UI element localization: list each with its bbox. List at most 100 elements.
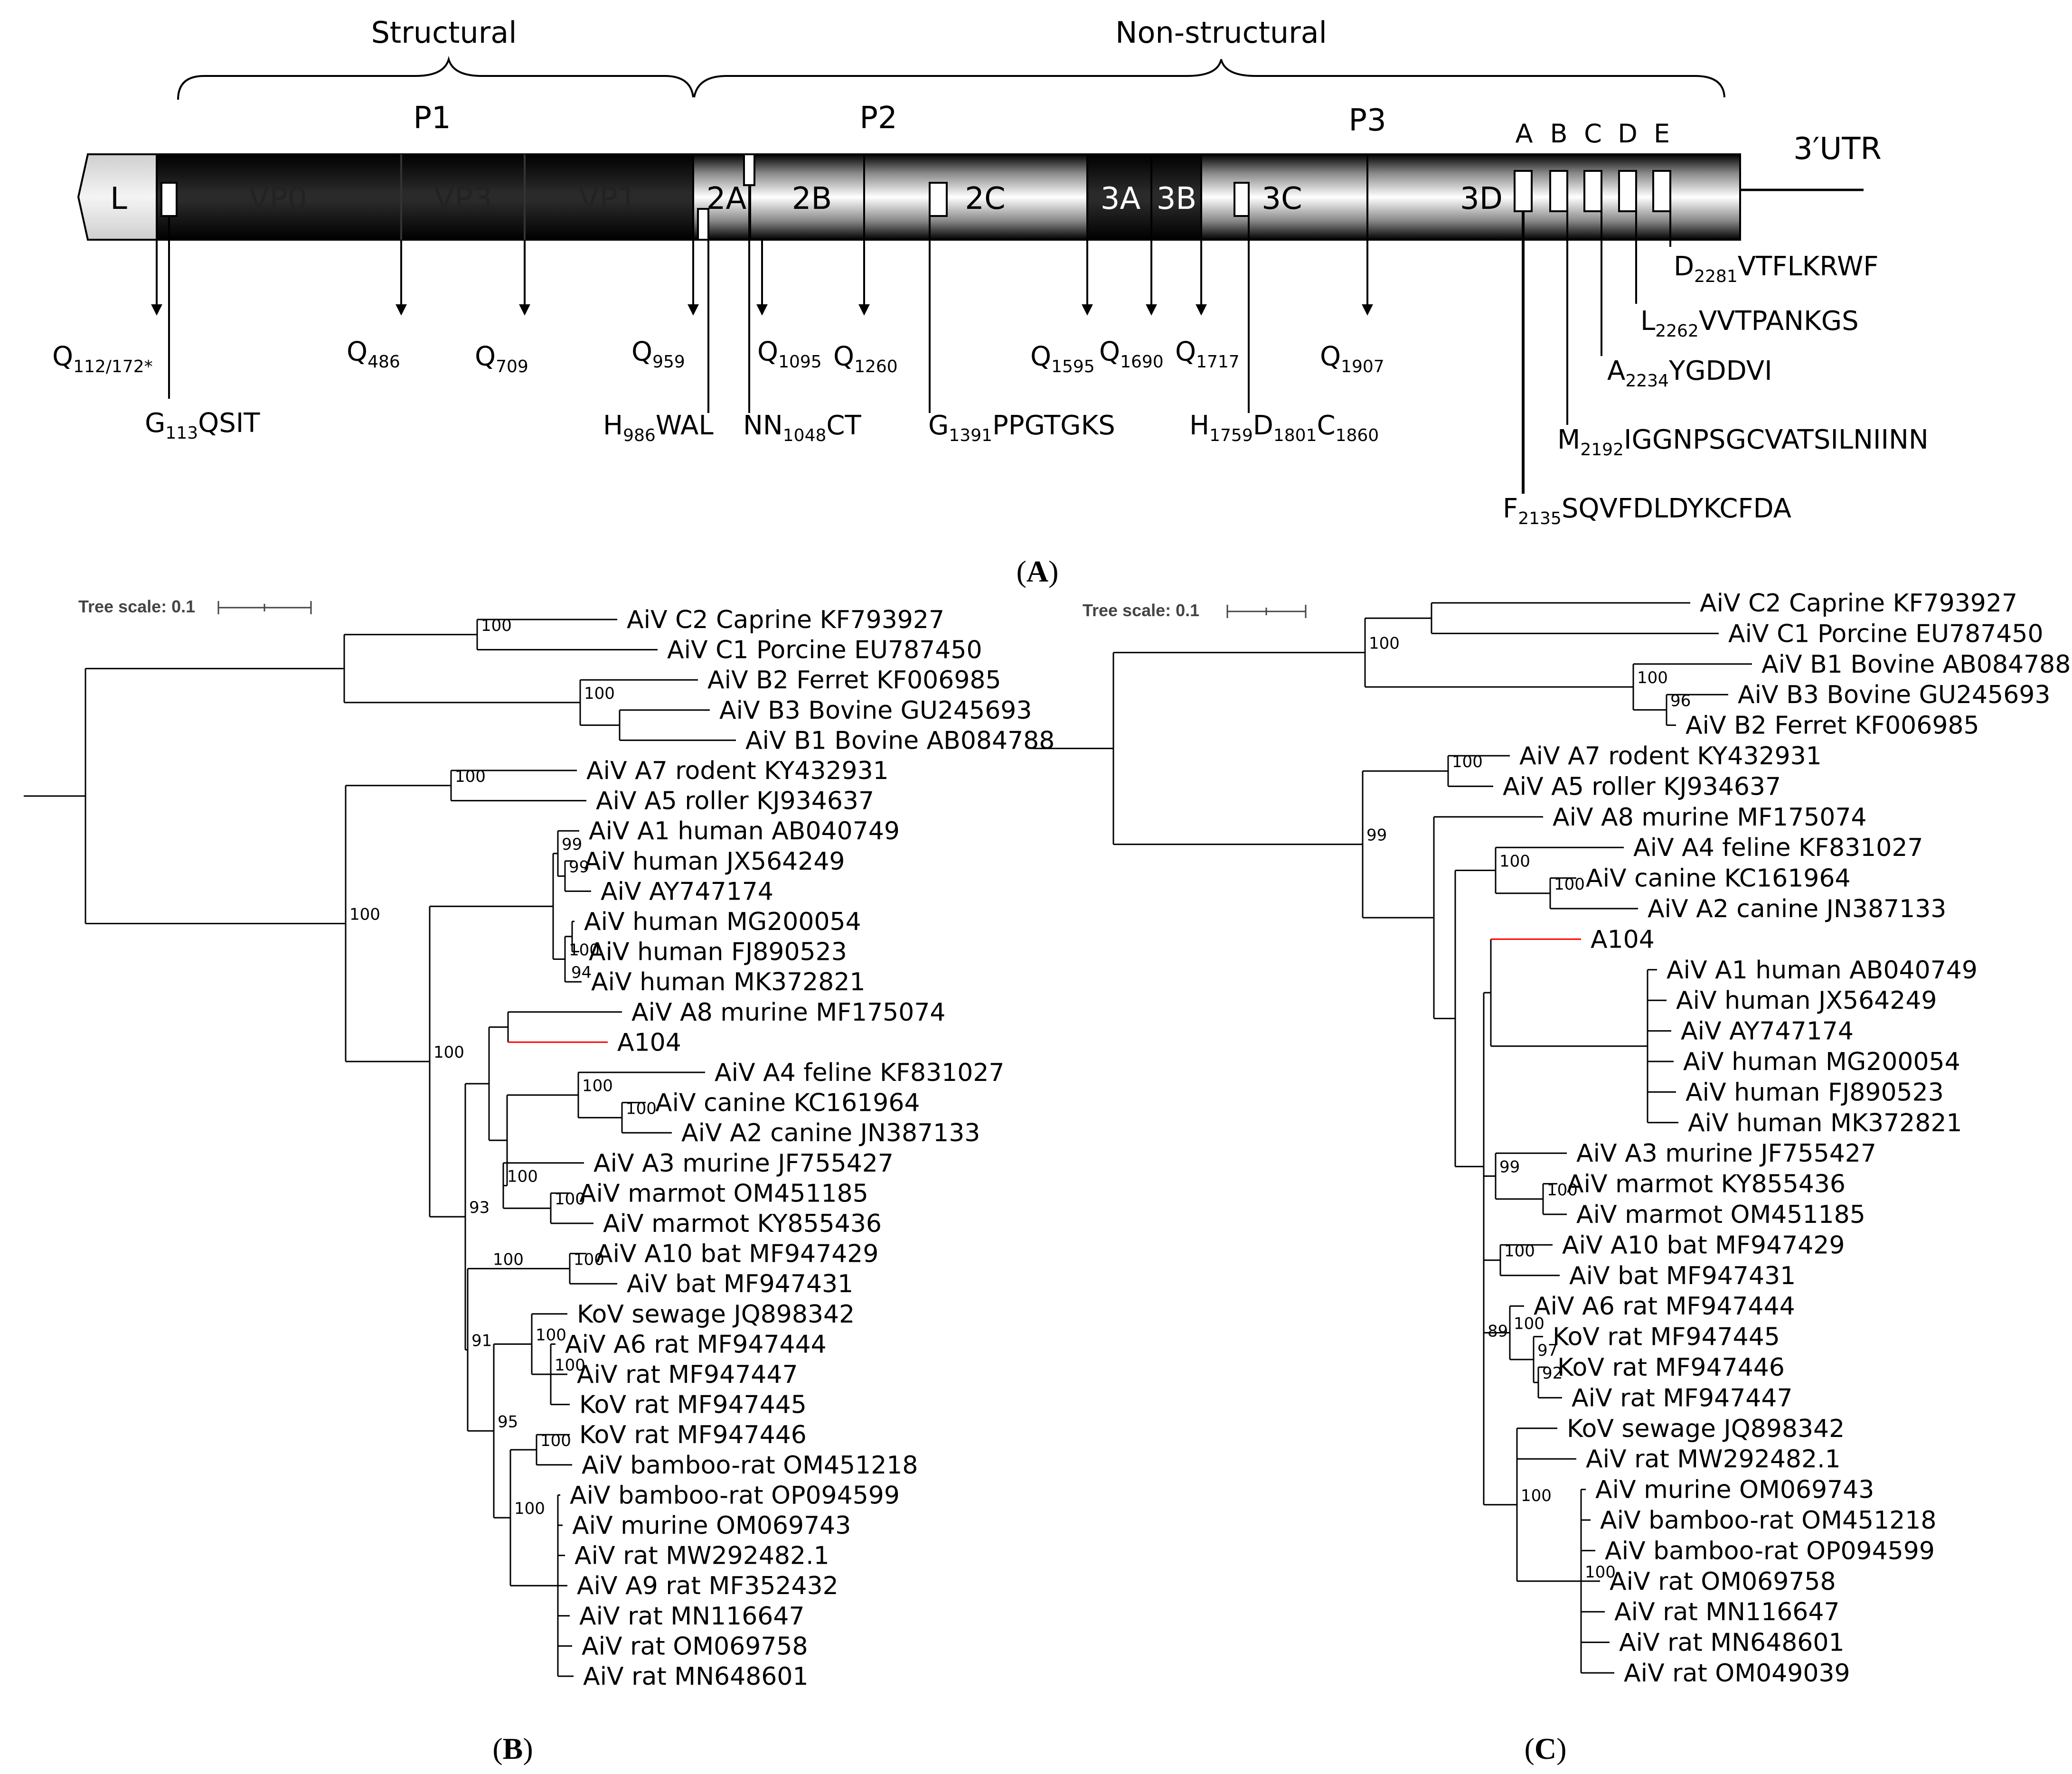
leaf-label: AiV A9 rat MF352432 — [577, 1572, 838, 1600]
leaf-label: AiV rat OM069758 — [1610, 1568, 1836, 1596]
leaf-label: AiV marmot OM451185 — [1576, 1201, 1865, 1229]
leaf-label: AiV marmot KY855436 — [1567, 1170, 1846, 1199]
leaf-label: AiV human FJ890523 — [589, 938, 847, 967]
bootstrap-value: 100 — [1514, 1314, 1545, 1333]
leaf-label: AiV A8 murine MF175074 — [631, 998, 946, 1027]
segment-3b: 3B — [1157, 181, 1197, 216]
highlighted-leaf-label: A104 — [617, 1028, 681, 1057]
leaf-label: AiV A4 feline KF831027 — [1633, 834, 1923, 862]
bootstrap-value: 99 — [569, 858, 589, 877]
motif-label: L2262VVTPANKGS — [1640, 306, 1859, 341]
segment-3d: 3D — [1460, 181, 1503, 216]
leaf-label: AiV A3 murine JF755427 — [1576, 1139, 1876, 1168]
bootstrap-value: 100 — [433, 1043, 464, 1062]
motif-label: D2281VTFLKRWF — [1674, 251, 1879, 286]
bootstrap-value: 94 — [571, 963, 592, 982]
bootstrap-value: 100 — [481, 616, 512, 635]
panel-c-caption: (C) — [1525, 1732, 1567, 1765]
segment-vp3: VP3 — [433, 181, 492, 216]
leaf-label: AiV human MG200054 — [584, 908, 861, 936]
leaf-label: AiV bamboo-rat OP094599 — [570, 1481, 900, 1510]
leaf-label: AiV canine KC161964 — [1586, 864, 1851, 893]
leaf-label: AiV rat OM049039 — [1624, 1659, 1850, 1688]
leaf-label: AiV A10 bat MF947429 — [1562, 1231, 1845, 1259]
bootstrap-value: 100 — [1369, 634, 1400, 653]
leaf-label: AiV marmot KY855436 — [603, 1210, 882, 1238]
p1-label: P1 — [413, 101, 451, 136]
bootstrap-value: 100 — [582, 1077, 613, 1096]
genome-map: Structural Non-structural P1 P2 P3 L VP0… — [52, 15, 1929, 588]
structural-brace — [177, 56, 694, 100]
cleavage-site-label: Q1095 — [757, 337, 822, 372]
bootstrap-value: 91 — [471, 1331, 492, 1350]
leaf-label: AiV bamboo-rat OM451218 — [1600, 1506, 1936, 1535]
bootstrap-value: 100 — [584, 684, 615, 703]
bootstrap-value: 96 — [1670, 691, 1691, 710]
leaf-label: AiV murine OM069743 — [572, 1511, 851, 1540]
leaf-label: KoV rat MF947445 — [1553, 1323, 1780, 1352]
panel-a-caption: (A) — [1017, 554, 1059, 588]
motif-label: G1391PPGTGKS — [928, 410, 1115, 445]
leaf-label: AiV human FJ890523 — [1686, 1078, 1944, 1107]
leaf-label: AiV bat MF947431 — [1569, 1262, 1796, 1290]
leaf-label: AiV murine OM069743 — [1595, 1476, 1874, 1504]
leaf-label: AiV C2 Caprine KF793927 — [627, 606, 944, 634]
motif-letter-b: B — [1550, 119, 1567, 149]
leaf-label: AiV rat MN116647 — [579, 1602, 805, 1631]
leaf-label: AiV A3 murine JF755427 — [593, 1149, 894, 1178]
leaf-label: AiV bamboo-rat OP094599 — [1605, 1537, 1935, 1565]
motif-label: M2192IGGNPSGCVATSILNIINN — [1557, 424, 1929, 460]
utr-label: 3′UTR — [1793, 131, 1882, 167]
leaf-label: AiV B2 Ferret KF006985 — [1686, 712, 1979, 740]
segment-3a: 3A — [1101, 181, 1141, 216]
leaf-label: AiV A7 rodent KY432931 — [1519, 742, 1822, 770]
bootstrap-value: 100 — [1637, 668, 1668, 687]
leaf-label: AiV rat MN648601 — [583, 1662, 809, 1691]
cleavage-site-label: Q486 — [347, 337, 400, 372]
highlighted-leaf-label: A104 — [1591, 925, 1655, 954]
bootstrap-value: 100 — [555, 1190, 585, 1209]
segment-vp0: VP0 — [248, 181, 307, 216]
bootstrap-value: 100 — [1504, 1242, 1535, 1261]
bootstrap-value: 100 — [536, 1325, 566, 1344]
bootstrap-value: 100 — [514, 1499, 545, 1518]
leaf-label: KoV rat MF947446 — [1557, 1353, 1785, 1382]
leaf-label: AiV A6 rat MF947444 — [565, 1330, 827, 1359]
leaf-label: AiV A6 rat MF947444 — [1534, 1292, 1795, 1321]
motif-label: G113QSIT — [145, 408, 260, 443]
motif-label: A2234YGDDVI — [1607, 356, 1772, 391]
tree-b: Tree scale: 0.1 100100100999994100100100… — [24, 597, 1055, 1765]
motif-label: H986WAL — [603, 410, 714, 445]
leaf-label: AiV A2 canine JN387133 — [681, 1119, 980, 1147]
motif-label: H1759D1801C1860 — [1189, 410, 1379, 445]
bootstrap-value: 100 — [507, 1167, 538, 1186]
leaf-label: AiV C2 Caprine KF793927 — [1700, 589, 2017, 618]
leaf-label: AiV human MK372821 — [1688, 1109, 1962, 1137]
bootstrap-value: 95 — [498, 1412, 518, 1431]
cleavage-site-label: Q1717 — [1175, 337, 1240, 372]
motif-label: F2135SQVFDLDYKCFDA — [1503, 493, 1791, 528]
leaf-label: AiV rat MN116647 — [1614, 1598, 1840, 1626]
leaf-label: AiV rat MN648601 — [1619, 1629, 1845, 1657]
leaf-label: AiV bamboo-rat OM451218 — [582, 1451, 918, 1480]
segment-3c: 3C — [1262, 181, 1302, 216]
leaf-label: AiV B1 Bovine AB084788 — [1761, 650, 2071, 679]
bootstrap-value: 100 — [1521, 1486, 1552, 1505]
bootstrap-value: 99 — [1366, 826, 1387, 845]
leaf-label: AiV rat MF947447 — [1572, 1384, 1793, 1412]
leaf-label: AiV B3 Bovine GU245693 — [1738, 681, 2050, 709]
bootstrap-value: 100 — [1554, 875, 1585, 894]
bootstrap-value: 89 — [1488, 1322, 1508, 1341]
leaf-label: AiV A5 roller KJ934637 — [596, 787, 874, 816]
leaf-label: AiV A2 canine JN387133 — [1648, 895, 1946, 923]
leaf-label: AiV A7 rodent KY432931 — [586, 757, 889, 785]
cleavage-arrows — [151, 240, 1373, 316]
bootstrap-value: 100 — [574, 1250, 604, 1269]
tree-c-branches — [1033, 602, 1752, 1674]
bootstrap-value: 100 — [569, 941, 600, 960]
leaf-label: AiV A4 feline KF831027 — [715, 1059, 1005, 1087]
tree-b-branches — [24, 619, 736, 1677]
